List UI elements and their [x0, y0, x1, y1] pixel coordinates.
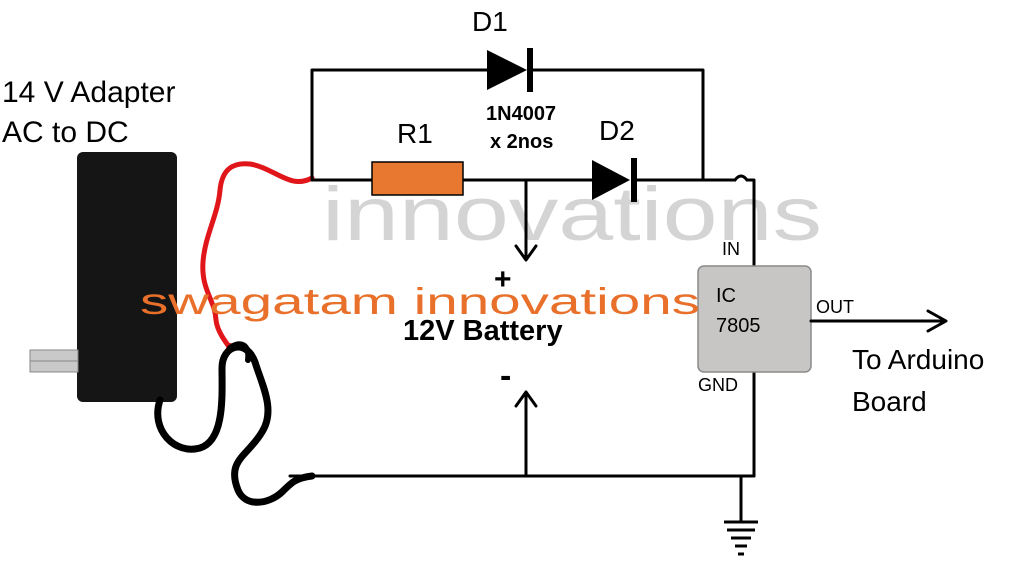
battery-plus-sign: + — [494, 263, 512, 296]
battery-label: 12V Battery — [403, 315, 563, 347]
d2-diode — [592, 160, 630, 200]
ic-7805 — [697, 265, 812, 373]
r1-label: R1 — [397, 118, 433, 149]
ground-symbol — [724, 520, 758, 556]
diode-spec-line1: 1N4007 — [486, 103, 556, 125]
ic-pin-in-label: IN — [722, 239, 740, 259]
d1-diode — [487, 50, 527, 90]
adapter-body — [77, 152, 177, 402]
ic-input-wire — [745, 178, 756, 268]
ic-pin-out-label: OUT — [816, 297, 854, 317]
d2-label: D2 — [599, 115, 635, 146]
battery-positive-arrowhead — [514, 244, 538, 262]
battery-minus-sign: - — [500, 357, 511, 395]
d1-branch-wire — [310, 68, 489, 182]
ic-pin-gnd-label: GND — [698, 375, 738, 395]
main-wire-crossover — [733, 174, 749, 182]
battery-negative-arrowhead — [514, 390, 538, 408]
diode-spec-line2: x 2nos — [490, 131, 553, 153]
red-cable — [200, 161, 315, 351]
adapter-label-line2: AC to DC — [2, 116, 129, 149]
black-cable — [154, 343, 316, 506]
d1-branch-wire-right — [528, 68, 705, 182]
r1-resistor — [371, 161, 464, 196]
ic-name-line2: 7805 — [716, 315, 761, 337]
output-arrowhead — [926, 309, 948, 333]
swagatam-watermark: swagatam innovations — [140, 281, 700, 322]
black-cable-loop — [227, 341, 252, 363]
d1-label: D1 — [472, 6, 508, 37]
ic-name-line1: IC — [716, 285, 736, 307]
output-label-line1: To Arduino — [852, 344, 984, 375]
adapter-label-line1: 14 V Adapter — [2, 76, 175, 109]
output-label-line2: Board — [852, 386, 927, 417]
